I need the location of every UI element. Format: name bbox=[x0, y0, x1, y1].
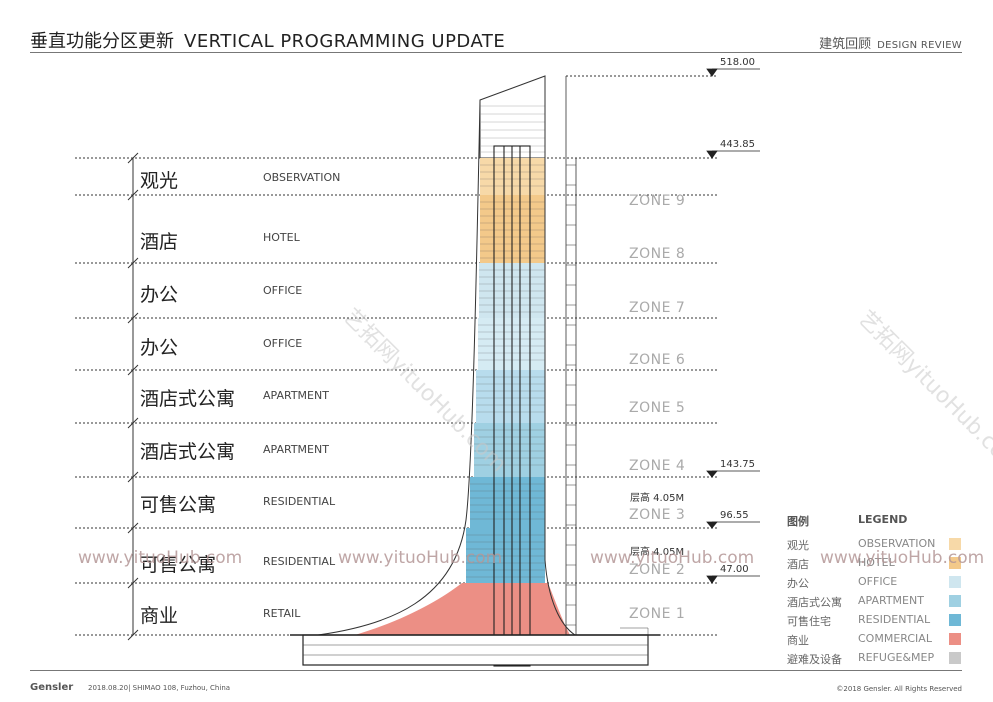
program-en-residential-upper: RESIDENTIAL bbox=[263, 495, 336, 508]
legend-en-apartment: APARTMENT bbox=[858, 594, 924, 607]
legend-cn-refuge: 避难及设备 bbox=[787, 653, 842, 666]
zone-label-3: ZONE 3 bbox=[629, 507, 686, 523]
program-cn-office-lower: 办公 bbox=[140, 337, 179, 359]
program-en-residential-lower: RESIDENTIAL bbox=[263, 555, 336, 568]
program-cn-residential-upper: 可售公寓 bbox=[140, 494, 217, 516]
program-cn-apartment-lower: 酒店式公寓 bbox=[140, 441, 236, 463]
program-en-apartment-lower: APARTMENT bbox=[263, 443, 329, 456]
legend-title-cn: 图例 bbox=[787, 515, 809, 528]
zone-label-5: ZONE 5 bbox=[629, 400, 686, 416]
footer-project-info: 2018.08.20| SHIMAO 108, Fuzhou, China bbox=[88, 684, 231, 692]
dimension-line bbox=[127, 152, 139, 641]
legend-cn-observation: 观光 bbox=[787, 539, 809, 552]
page-title: 垂直功能分区更新 VERTICAL PROGRAMMING UPDATE bbox=[30, 27, 505, 53]
legend-cn-office: 办公 bbox=[787, 577, 809, 590]
zone-label-7: ZONE 7 bbox=[629, 300, 686, 316]
legend-cn-residential: 可售住宅 bbox=[787, 615, 831, 628]
elevation-top: 518.00 bbox=[720, 57, 755, 68]
elevation-zone3: 96.55 bbox=[720, 510, 749, 521]
watermark-center: www.yituoHub.com bbox=[338, 548, 503, 568]
legend-title-en: LEGEND bbox=[858, 513, 908, 526]
watermark-right: www.yituoHub.com bbox=[820, 548, 985, 568]
floor-height-lower: 层高 4.05M bbox=[630, 547, 685, 558]
program-cn-apartment-upper: 酒店式公寓 bbox=[140, 388, 236, 410]
footer-divider bbox=[30, 670, 962, 671]
program-cn-hotel: 酒店 bbox=[140, 231, 179, 253]
legend-en-hotel: HOTEL bbox=[858, 556, 895, 569]
program-en-retail: RETAIL bbox=[263, 607, 301, 620]
legend-en-commercial: COMMERCIAL bbox=[858, 632, 932, 645]
program-en-observation: OBSERVATION bbox=[263, 171, 341, 184]
design-review-label: 建筑回顾 DESIGN REVIEW bbox=[819, 33, 962, 52]
zone-label-1: ZONE 1 bbox=[629, 606, 686, 622]
zone-label-9: ZONE 9 bbox=[629, 193, 686, 209]
zone-label-8: ZONE 8 bbox=[629, 246, 686, 262]
legend-swatch-apartment bbox=[949, 595, 961, 607]
header-divider bbox=[30, 52, 962, 53]
program-cn-residential-lower: 可售公寓 bbox=[140, 554, 217, 576]
title-en: VERTICAL PROGRAMMING UPDATE bbox=[184, 31, 506, 52]
zone-label-4: ZONE 4 bbox=[629, 458, 686, 474]
program-cn-office-upper: 办公 bbox=[140, 284, 179, 306]
program-en-office-lower: OFFICE bbox=[263, 337, 303, 350]
floor-height-upper: 层高 4.05M bbox=[630, 493, 685, 504]
program-en-apartment-upper: APARTMENT bbox=[263, 389, 329, 402]
legend-swatch-hotel bbox=[949, 557, 961, 569]
elevation-zone4: 143.75 bbox=[720, 459, 755, 470]
legend-cn-apartment: 酒店式公寓 bbox=[787, 596, 842, 609]
zone-label-2: ZONE 2 bbox=[629, 562, 686, 578]
legend-cn-commercial: 商业 bbox=[787, 634, 809, 647]
legend-cn-hotel: 酒店 bbox=[787, 558, 809, 571]
zone-label-6: ZONE 6 bbox=[629, 352, 686, 368]
elevation-observation: 443.85 bbox=[720, 139, 755, 150]
program-en-hotel: HOTEL bbox=[263, 231, 300, 244]
footer-brand-logo: Gensler bbox=[30, 682, 74, 693]
legend-en-observation: OBSERVATION bbox=[858, 537, 936, 550]
program-cn-retail: 商业 bbox=[140, 605, 179, 627]
legend-swatch-residential bbox=[949, 614, 961, 626]
legend-en-office: OFFICE bbox=[858, 575, 898, 588]
legend-swatch-commercial bbox=[949, 633, 961, 645]
legend-swatch-refuge bbox=[949, 652, 961, 664]
elevation-markers bbox=[706, 68, 760, 584]
title-cn: 垂直功能分区更新 bbox=[30, 31, 174, 52]
legend-en-residential: RESIDENTIAL bbox=[858, 613, 931, 626]
legend-en-refuge: REFUGE&MEP bbox=[858, 651, 935, 664]
footer-copyright: ©2018 Gensler. All Rights Reserved bbox=[836, 685, 962, 693]
review-cn: 建筑回顾 bbox=[819, 37, 872, 52]
legend-swatch-observation bbox=[949, 538, 961, 550]
legend-swatch-office bbox=[949, 576, 961, 588]
elevation-zone2: 47.00 bbox=[720, 564, 749, 575]
program-cn-observation: 观光 bbox=[140, 170, 179, 192]
watermark-center-right: www.yituoHub.com bbox=[590, 548, 755, 568]
program-en-office-upper: OFFICE bbox=[263, 284, 303, 297]
review-en: DESIGN REVIEW bbox=[877, 40, 962, 51]
watermark-left: www.yituoHub.com bbox=[78, 548, 243, 568]
